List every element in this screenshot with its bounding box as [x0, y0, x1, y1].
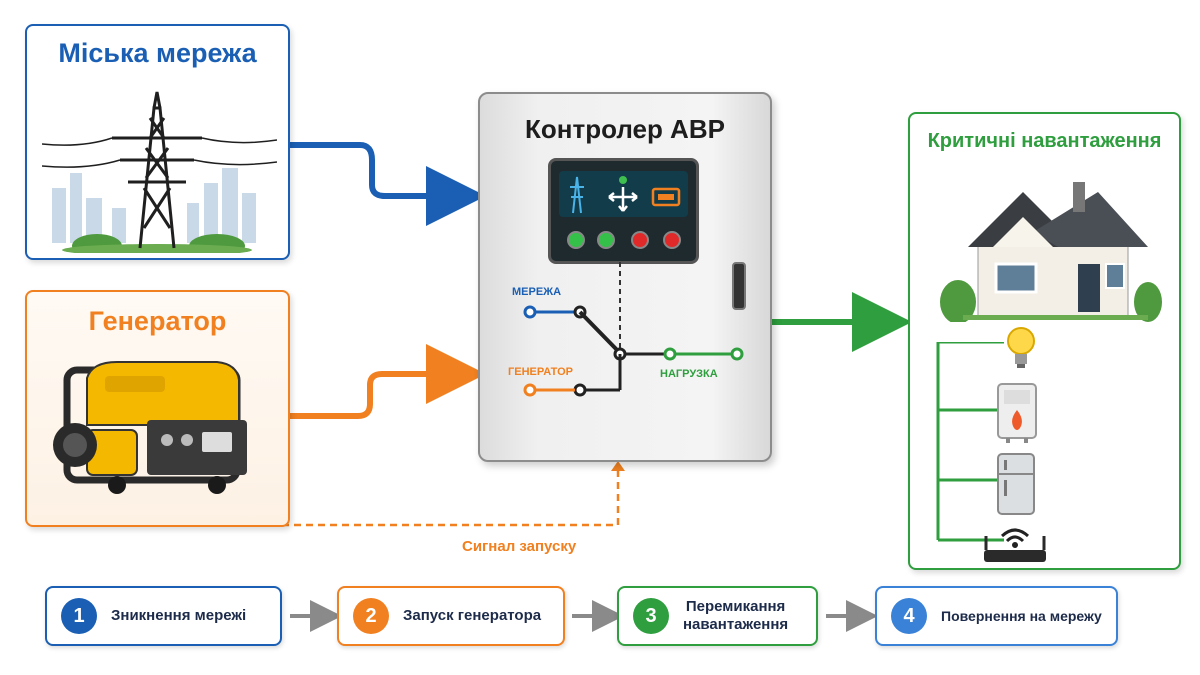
display-tower-icon [570, 176, 584, 214]
transfer-switch-schematic [523, 262, 744, 397]
step-4-label: Повернення на мережу [941, 608, 1102, 624]
step-1: 1 Зникнення мережі [45, 586, 282, 646]
grid-panel: Міська мережа [25, 24, 290, 260]
generator-feed-line [290, 344, 486, 419]
load-branch-lines [936, 342, 1004, 542]
router-icon [984, 528, 1046, 562]
power-tower-icon [42, 91, 277, 253]
grid-title: Міська мережа [58, 38, 257, 68]
generator-panel: Генератор [25, 290, 290, 527]
step-2-label: Запуск генератора [403, 607, 542, 624]
status-led-green-1 [567, 231, 585, 249]
status-led-red-2 [663, 231, 681, 249]
step-3-label-line1: Перемикання [685, 598, 786, 615]
step-1-number: 1 [61, 598, 97, 634]
loads-title: Критичні навантаження [927, 130, 1162, 152]
switch-label-generator: ГЕНЕРАТОР [508, 366, 573, 378]
generator-title: Генератор [88, 306, 227, 336]
controller-display [548, 158, 699, 264]
start-signal-arrowhead [611, 461, 625, 471]
status-led-red-1 [631, 231, 649, 249]
step-4-number: 4 [891, 598, 927, 634]
generator-icon [53, 361, 247, 494]
critical-loads-panel: Критичні навантаження [908, 112, 1181, 570]
cabinet-handle [732, 262, 746, 310]
house-icon [940, 182, 1162, 322]
step-3-number: 3 [633, 598, 669, 634]
light-bulb-icon [1007, 327, 1035, 368]
display-generator-icon [651, 187, 681, 207]
controller-cabinet: Контролер АВР [478, 92, 772, 462]
signal-label: Сигнал запуску [462, 538, 577, 555]
step-3-label: Перемикання навантаження [683, 598, 788, 634]
switch-label-load: НАГРУЗКА [660, 368, 718, 380]
transfer-arrows-icon [608, 176, 638, 212]
switch-label-grid: МЕРЕЖА [512, 286, 562, 298]
step-4: 4 Повернення на мережу [875, 586, 1118, 646]
fridge-icon [997, 453, 1035, 515]
status-led-green-2 [597, 231, 615, 249]
boiler-icon [997, 383, 1037, 443]
step-3: 3 Перемикання навантаження [617, 586, 818, 646]
step-1-label: Зникнення мережі [111, 607, 247, 624]
step-3-label-line2: навантаження [683, 616, 789, 633]
controller-title: Контролер АВР [525, 114, 725, 144]
step-2: 2 Запуск генератора [337, 586, 565, 646]
grid-feed-line [290, 142, 486, 226]
step-2-number: 2 [353, 598, 389, 634]
